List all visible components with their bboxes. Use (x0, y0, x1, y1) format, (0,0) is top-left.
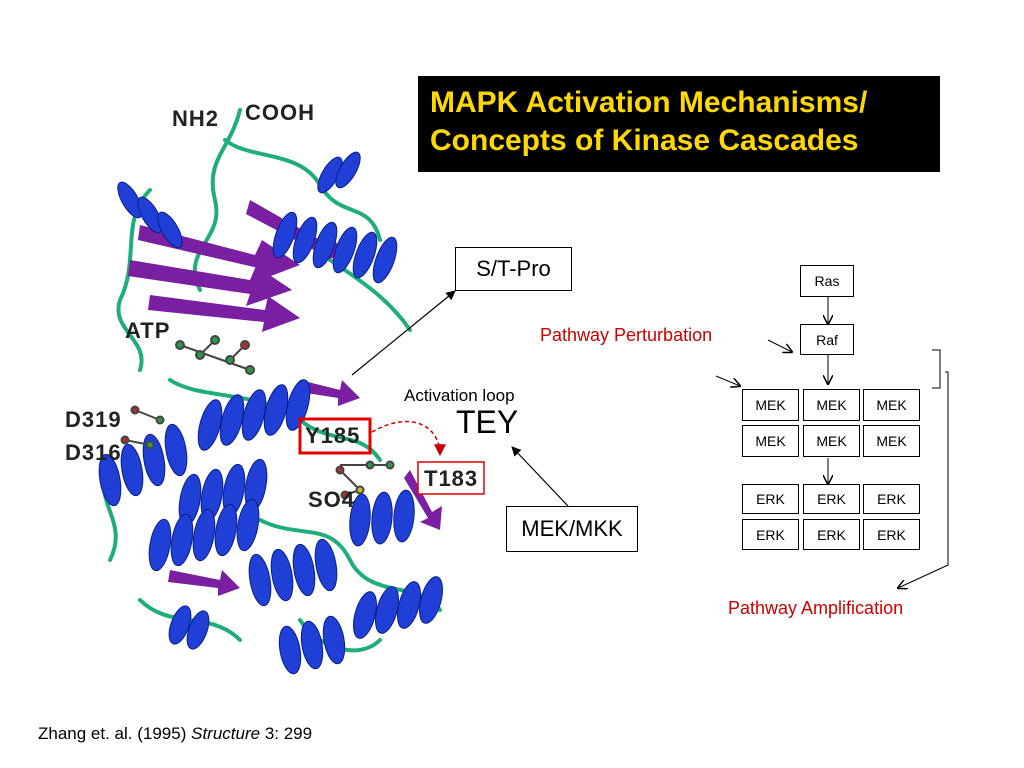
mek-box: MEK (863, 425, 920, 457)
citation: Zhang et. al. (1995) Structure 3: 299 (38, 724, 312, 744)
perturbation-raf-arrow (767, 339, 792, 352)
mek-mkk-box: MEK/MKK (506, 506, 638, 552)
mek-mkk-text: MEK/MKK (521, 516, 623, 541)
tey-label: TEY (456, 404, 519, 440)
activation-loop-arrow (371, 420, 446, 457)
d316-label: D316 (65, 440, 122, 465)
mek-box: MEK (803, 389, 860, 421)
ras-box: Ras (800, 265, 854, 297)
st-pro-box: S/T-Pro (455, 247, 572, 291)
title-line-2: Concepts of Kinase Cascades (430, 124, 859, 157)
citation-authors: Zhang et. al. (1995) (38, 724, 187, 743)
protein-ribbon (98, 108, 443, 675)
so4-label: SO4 (308, 487, 356, 512)
erk-box: ERK (803, 484, 860, 514)
t183-box (417, 461, 485, 495)
st-pro-arrow (351, 290, 456, 376)
erk-text: ERK (817, 491, 846, 507)
mek-box: MEK (742, 389, 799, 421)
erk-text: ERK (817, 526, 846, 543)
title-line-1: MAPK Activation Mechanisms/ (430, 86, 868, 119)
bracket (932, 349, 941, 389)
amplification-arrow (898, 371, 949, 588)
erk-text: ERK (756, 526, 785, 543)
helix-top-right (272, 211, 398, 284)
raf-text: Raf (816, 331, 838, 348)
ras-text: Ras (814, 273, 840, 289)
cooh-label: COOH (245, 100, 315, 125)
pathway-amplification-label: Pathway Amplification (728, 598, 904, 618)
t183-label: T183 (424, 466, 479, 491)
st-pro-text: S/T-Pro (476, 256, 551, 281)
erk-text: ERK (756, 491, 785, 507)
citation-ref: 3: 299 (264, 724, 313, 743)
mek-box: MEK (803, 425, 860, 457)
mek-text: MEK (876, 433, 907, 449)
erk-box: ERK (863, 519, 920, 550)
mek-box: MEK (863, 389, 920, 421)
activation-loop-label: Activation loop (404, 386, 515, 405)
y185-highlight (298, 417, 372, 455)
mek-mkk-arrow (511, 446, 569, 507)
d319-label: D319 (65, 407, 122, 432)
erk-box: ERK (863, 484, 920, 514)
perturbation-mek-arrow (715, 375, 740, 386)
nh2-text: NH2 (172, 106, 220, 131)
title-box: MAPK Activation Mechanisms/ Concepts of … (418, 76, 940, 172)
pathway-perturbation-label: Pathway Perturbation (540, 325, 713, 345)
mek-box: MEK (742, 425, 799, 457)
y185-label: Y185 (305, 423, 361, 448)
mek-text: MEK (816, 433, 847, 449)
citation-journal: Structure (191, 724, 261, 743)
nh2-label: NH2 (172, 106, 219, 132)
mek-text: MEK (755, 397, 786, 413)
erk-text: ERK (877, 526, 906, 543)
erk-box: ERK (803, 519, 860, 550)
erk-box: ERK (742, 519, 799, 550)
erk-text: ERK (877, 491, 906, 507)
mek-text: MEK (755, 433, 786, 449)
raf-box: Raf (800, 324, 854, 355)
mek-text: MEK (876, 397, 907, 413)
atp-label: ATP (125, 318, 171, 343)
erk-box: ERK (742, 484, 799, 514)
mek-text: MEK (816, 397, 847, 413)
